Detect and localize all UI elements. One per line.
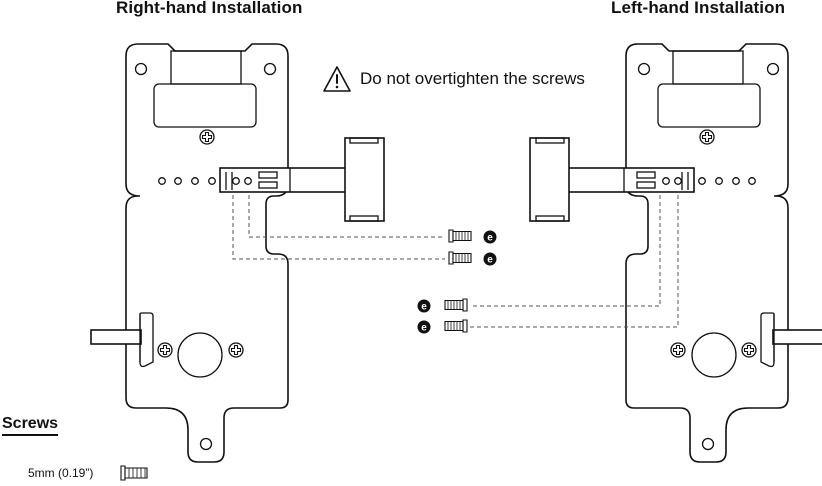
right-screw-e-1: e [448,229,497,244]
screw-size-label: 5mm (0.19”) [28,466,94,480]
warning-triangle-icon [323,66,351,92]
left-hand-screw-guides [470,195,679,328]
part-badge-letter: e [487,233,493,244]
part-badge-e [483,252,497,266]
warning-text: Do not overtighten the screws [360,69,585,88]
left-hand-bolt-bracket [529,137,695,222]
warning-note: Do not overtighten the screws [322,63,585,95]
right-screw-e-2: e [448,251,497,266]
part-badge-e [417,299,431,313]
part-badge-e [483,230,497,244]
right-hand-title: Right-hand Installation [116,0,303,17]
part-badge-letter: e [421,302,427,313]
right-hand-lock-plate [90,43,289,463]
screws-heading: Screws [2,415,59,436]
left-screw-e-1: e [417,298,468,313]
part-badge-letter: e [487,255,493,266]
left-hand-title: Left-hand Installation [611,0,786,17]
screw-icon [120,465,148,481]
right-hand-screw-guides [232,195,445,260]
part-badge-e [417,320,431,334]
left-screw-e-2: e [417,319,468,334]
part-badge-letter: e [421,323,427,334]
left-hand-lock-plate [625,43,822,463]
right-hand-bolt-bracket [219,137,385,222]
